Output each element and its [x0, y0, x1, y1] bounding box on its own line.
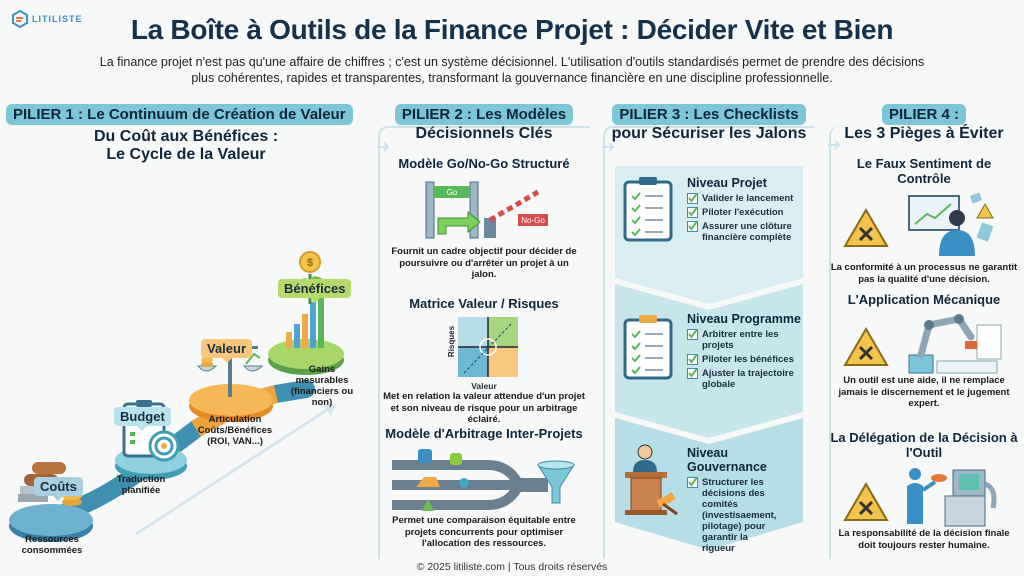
pillar-1-badge: PILIER 1 : Le Continuum de Création de V…	[6, 104, 353, 125]
pillar-2-frame	[377, 126, 590, 559]
pillar-3-heading: pour Sécuriser les Jalons	[611, 125, 807, 142]
pillar-2-heading: Décisionnels Clés	[415, 125, 553, 142]
pillar-4-frame	[828, 126, 1019, 559]
page-title: La Boîte à Outils de la Finance Projet :…	[130, 14, 894, 45]
matrix-desc: Met en relation la valeur attendue d'un …	[383, 391, 585, 425]
pillar-3: PILIER 3 : Les Checklists pour Sécuriser…	[602, 104, 815, 559]
pillar-3-badge: PILIER 3 : Les Checklists	[612, 104, 806, 125]
trap-title: La Délégation de la Décision à l'Outil	[830, 430, 1018, 460]
clipboard-checklist-icon	[623, 177, 673, 242]
matrix-title: Matrice Valeur / Risques	[409, 296, 559, 311]
pillar-4-badge: PILIER 4 :	[881, 104, 966, 125]
checklist-item: Piloter l'exécution	[687, 207, 805, 218]
pillar-4: PILIER 4 : Les 3 Pièges à Éviter Le Faux…	[828, 104, 1019, 559]
checklist-item: Valider le lancement	[687, 193, 805, 204]
subtitle-line-1: La finance projet n'est pas qu'une affai…	[99, 55, 925, 69]
step-couts-label: Ressources consommées	[21, 534, 83, 556]
checkbox-checked-icon	[687, 477, 698, 488]
checklist-item: Piloter les bénéfices	[687, 354, 805, 365]
pillar-1-heading-2: Le Cycle de la Valeur	[106, 146, 266, 163]
warning-triangle-icon	[843, 208, 889, 247]
roads-funnel-icon	[392, 449, 575, 511]
pillar-1-heading-1: Du Coût aux Bénéfices :	[93, 128, 279, 145]
checklist-item: Arbitrer entre les projets	[687, 329, 805, 351]
pillar-3-frame	[602, 126, 815, 559]
level-programme-title: Niveau Programme	[687, 312, 801, 326]
arrow-right-icon	[377, 142, 390, 152]
checkbox-checked-icon	[687, 354, 698, 365]
warning-triangle-icon	[843, 327, 889, 366]
warning-triangle-icon	[843, 482, 889, 521]
checkbox-checked-icon	[687, 207, 698, 218]
checkbox-checked-icon	[687, 329, 698, 340]
matrix-y-axis-label: Risques	[447, 325, 457, 358]
level-gouvernance-title: Niveau Gouvernance	[687, 446, 767, 474]
money-plant-chart-icon: $	[286, 251, 329, 348]
arbitrage-desc: Permet une comparaison équitable entre p…	[392, 515, 576, 549]
trap-desc: Un outil est une aide, il ne remplace ja…	[838, 375, 1010, 409]
matrix-x-axis-label: Valeur	[471, 381, 497, 391]
podium-gavel-icon	[625, 444, 678, 516]
step-valeur-label: Articulation Coûts/Bénéfices (ROI, VAN..…	[197, 414, 273, 447]
pillar-1: PILIER 1 : Le Continuum de Création de V…	[6, 104, 366, 559]
pillar-2: PILIER 2 : Les Modèles Décisionnels Clés…	[377, 104, 590, 559]
checkbox-checked-icon	[687, 221, 698, 232]
hexagon-logo-icon	[12, 10, 28, 28]
checklist-levels-panel: Niveau Projet Valider le lancement Pilot…	[611, 166, 807, 554]
person-machine-icon	[907, 468, 997, 527]
pillar-2-badge: PILIER 2 : Les Modèles	[394, 104, 574, 125]
value-cycle-diagram: $ Coûts Budget Valeur Bénéfices Ressourc…	[6, 174, 366, 559]
model-inter-project-arbitrage: Modèle d'Arbitrage Inter-Projets Permet …	[378, 426, 590, 550]
brand-logo[interactable]: LITILISTE	[12, 10, 83, 28]
checkbox-checked-icon	[687, 368, 698, 379]
person-dashboard-icon	[908, 192, 994, 256]
step-benefices-bubble: Bénéfices	[278, 279, 352, 303]
subtitle-line-2: plus cohérentes, rapides et transparente…	[191, 71, 833, 85]
step-budget-label: Traduction planifiée	[116, 474, 166, 496]
page-subtitle: La finance projet n'est pas qu'une affai…	[60, 54, 964, 86]
robot-arm-stamp-icon	[908, 314, 1002, 374]
model-go-nogo-desc: Fournit un cadre objectif pour décider d…	[391, 246, 577, 280]
trap-title: L'Application Mécanique	[847, 292, 1001, 307]
trap-title: Le Faux Sentiment de Contrôle	[856, 156, 992, 186]
trap-decision-delegation: La Délégation de la Décision à l'Outil L…	[829, 430, 1019, 551]
footer-copyright: © 2025 litiliste.com | Tous droits réser…	[416, 561, 608, 573]
trap-false-control: Le Faux Sentiment de Contrôle La conform…	[829, 156, 1019, 285]
checklist-item: Assurer une clôture financière complète	[687, 221, 805, 243]
trap-desc: La conformité à un processus ne garantit…	[830, 262, 1018, 285]
arrow-right-icon	[828, 140, 841, 150]
go-label: Go	[447, 188, 458, 197]
nogo-label: No-Go	[521, 216, 545, 225]
model-go-nogo-title: Modèle Go/No-Go Structuré	[398, 156, 570, 171]
step-budget-bubble: Budget	[114, 407, 171, 431]
svg-text:$: $	[307, 257, 313, 269]
model-value-risk-matrix: Matrice Valeur / Risques Risques Valeur …	[378, 296, 590, 426]
step-benefices-label: Gains mesurables (financiers ou non)	[290, 364, 354, 408]
checklist-item: Ajuster la trajectoire globale	[687, 368, 805, 390]
arbitrage-title: Modèle d'Arbitrage Inter-Projets	[385, 426, 583, 441]
pillar-4-heading: Les 3 Pièges à Éviter	[844, 125, 1004, 142]
level-projet-title: Niveau Projet	[687, 176, 767, 190]
step-valeur-bubble: Valeur	[201, 339, 253, 363]
arrow-right-icon	[602, 142, 615, 152]
logo-text: LITILISTE	[32, 14, 83, 24]
value-risk-matrix-chart: Risques	[378, 315, 590, 381]
checklist-item: Structurer les décisions des comités (in…	[687, 477, 805, 554]
step-couts-bubble: Coûts	[34, 477, 83, 501]
model-go-nogo: Modèle Go/No-Go Structuré Go No-Go Fourn…	[378, 156, 590, 281]
checkbox-checked-icon	[687, 193, 698, 204]
trap-mechanical-application: L'Application Mécanique Un outil est une…	[829, 292, 1019, 410]
trap-desc: La responsabilité de la décision finale …	[838, 528, 1010, 551]
clipboard-checklist-icon	[623, 315, 673, 380]
gate-barrier-icon: Go No-Go	[425, 181, 548, 239]
